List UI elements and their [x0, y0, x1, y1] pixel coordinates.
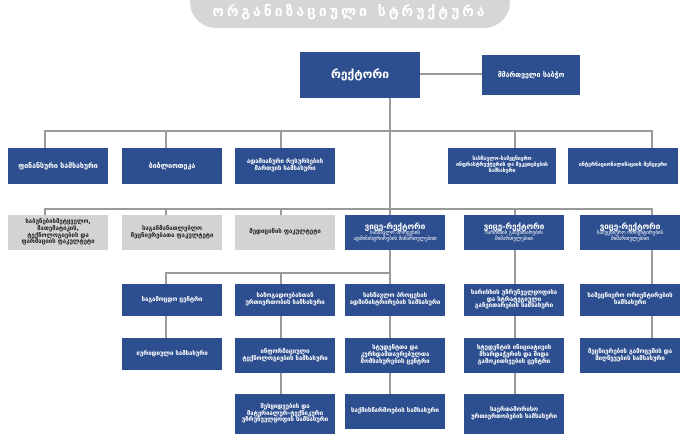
connector-top-2 — [165, 130, 167, 148]
library-box: ბიბლიოთეკა — [122, 148, 222, 184]
connector-rector-trunk — [389, 98, 391, 210]
faculty-education-box: საგანმანათლებლო მეცნიერებათა ფაკულტეტი — [122, 215, 222, 250]
connector-top-5 — [651, 130, 653, 148]
connector-col1-v — [165, 316, 167, 338]
rector-label: რექტორი — [330, 67, 390, 82]
hr-service-box: ადამიანური რესურსების მართვის სამსახური — [235, 148, 335, 184]
records-office-label: საქმისწარმოების სამსახური — [351, 407, 439, 415]
connector-mid-1 — [44, 208, 46, 215]
governing-board-box: მმართველი საბჭო — [482, 55, 580, 95]
connector-rector-board — [420, 73, 482, 75]
public-relations-box: საზოგადოებასთან ურთიერთობის სამსახური — [235, 284, 335, 316]
internationalization-manager-label: ინტერნაციონალიზაციის მენეჯერი — [579, 162, 667, 169]
vice-rector-academic-box: ვიცე-რექტორი სასწავლო პროცესის ადმინისტრ… — [345, 215, 445, 250]
vice-rector-quality-scope: ხარისხის განვითარების მიმართულებით — [485, 230, 543, 243]
international-relations-box: საერთაშორისო ურთიერთობების სამსახური — [464, 394, 564, 434]
connector-top-1 — [44, 130, 46, 148]
science-publication-service-label: მეცნიერების გამოცემის და მიღწევების სამს… — [587, 347, 673, 362]
library-label: ბიბლიოთეკა — [148, 161, 196, 170]
public-relations-label: საზოგადოებასთან ურთიერთობის სამსახური — [245, 292, 325, 306]
legal-service-box: იურიდიული სამსახური — [122, 338, 222, 370]
it-service-label: ინფორმაციული ტექნოლოგიების სამსახური — [242, 347, 328, 362]
finance-service-label: ფინანსური სამსახური — [18, 161, 98, 170]
vice-rector-academic-scope: სასწავლო პროცესის ადმინისტრირების მიმართ… — [353, 230, 437, 243]
legal-service-label: იურიდიული სამსახური — [136, 349, 208, 357]
connector-low-bus — [165, 272, 389, 274]
student-services-center-label: სტუდენტთა და კურსდამთავრებულთა მომსახურე… — [360, 344, 430, 365]
faculty-natural-sciences-label: საბუნებისმეტყველო, მათემატიკის, ტექნოლოგ… — [21, 217, 95, 246]
vice-rector-quality-label: ვიცე-რექტორი — [483, 222, 545, 232]
procurement-service-box: შესყიდვების და მატერიალურ-ტექნიკური უზრუ… — [235, 394, 335, 434]
faculty-medicine-label: მედიცინის ფაკულტეტი — [249, 228, 321, 236]
rector-box: რექტორი — [300, 52, 420, 98]
internationalization-manager-box: ინტერნაციონალიზაციის მენეჯერი — [568, 148, 678, 184]
connector-vr1-down — [389, 250, 391, 284]
connector-top-bus — [44, 130, 652, 132]
faculty-natural-sciences-box: საბუნებისმეტყველო, მათემატიკის, ტექნოლოგ… — [8, 215, 108, 250]
vice-rector-research-box: ვიცე-რექტორი სამეცნიერო ორიენტირების მიმ… — [580, 215, 680, 250]
procurement-service-label: შესყიდვების და მატერიალურ-ტექნიკური უზრუ… — [241, 402, 329, 424]
connector-vr2-down — [514, 250, 516, 284]
quality-assurance-service-label: ხარისხის უზრუნველყოფისა და სტრატეგიული გ… — [470, 288, 558, 310]
infrastructure-service-box: სასწავლო-სამეცნიერო ინფრასტრუქტურის და შ… — [448, 148, 556, 184]
connector-low-col2 — [280, 272, 282, 284]
exam-center-box: საგამოცდო ცენტრი — [122, 284, 222, 316]
vice-rector-research-label: ვიცე-რექტორი — [599, 222, 661, 232]
connector-col5-v — [651, 316, 653, 338]
science-publication-service-box: მეცნიერების გამოცემის და მიღწევების სამს… — [580, 338, 680, 373]
connector-vr3-down — [651, 250, 653, 284]
student-initiative-center-label: სტუდენტის ინიციატივის მხარდაჭერის და შიდ… — [476, 344, 552, 365]
connector-mid-2 — [165, 208, 167, 215]
title-tab — [190, 0, 510, 28]
exam-center-label: საგამოცდო ცენტრი — [141, 295, 203, 303]
infrastructure-service-label: სასწავლო-სამეცნიერო ინფრასტრუქტურის და შ… — [456, 156, 548, 174]
governing-board-label: მმართველი საბჭო — [497, 70, 565, 79]
connector-top-3 — [280, 130, 282, 148]
it-service-box: ინფორმაციული ტექნოლოგიების სამსახური — [235, 338, 335, 373]
vice-rector-quality-box: ვიცე-რექტორი ხარისხის განვითარების მიმარ… — [464, 215, 564, 250]
connector-mid-3 — [280, 208, 282, 215]
student-services-center-box: სტუდენტთა და კურსდამთავრებულთა მომსახურე… — [345, 338, 445, 373]
records-office-box: საქმისწარმოების სამსახური — [345, 394, 445, 429]
page-title: ორგანიზაციული სტრუქტურა — [212, 4, 488, 20]
vice-rector-academic-label: ვიცე-რექტორი — [364, 222, 426, 232]
student-initiative-center-box: სტუდენტის ინიციატივის მხარდაჭერის და შიდ… — [464, 338, 564, 373]
connector-mid-bus — [44, 208, 652, 210]
research-orientation-service-label: სამეცნიერო ორიენტირების სამსახური — [587, 292, 673, 306]
research-orientation-service-box: სამეცნიერო ორიენტირების სამსახური — [580, 284, 680, 316]
connector-mid-4 — [389, 208, 391, 215]
academic-admin-service-box: სასწავლო პროცესის ადმინისტრირების სამსახ… — [345, 284, 445, 316]
academic-admin-service-label: სასწავლო პროცესის ადმინისტრირების სამსახ… — [349, 292, 441, 306]
vice-rector-research-scope: სამეცნიერო ორიენტირების მიმართულებით — [596, 230, 664, 243]
finance-service-box: ფინანსური სამსახური — [8, 148, 108, 184]
faculty-education-label: საგანმანათლებლო მეცნიერებათა ფაკულტეტი — [130, 224, 214, 239]
connector-top-4 — [514, 130, 516, 148]
quality-assurance-service-box: ხარისხის უზრუნველყოფისა და სტრატეგიული გ… — [464, 284, 564, 316]
connector-low-col1 — [165, 272, 167, 284]
faculty-medicine-box: მედიცინის ფაკულტეტი — [235, 215, 335, 250]
connector-mid-5 — [514, 208, 516, 215]
hr-service-label: ადამიანური რესურსების მართვის სამსახური — [246, 158, 324, 172]
connector-mid-6 — [651, 208, 653, 215]
international-relations-label: საერთაშორისო ურთიერთობების სამსახური — [470, 406, 558, 420]
